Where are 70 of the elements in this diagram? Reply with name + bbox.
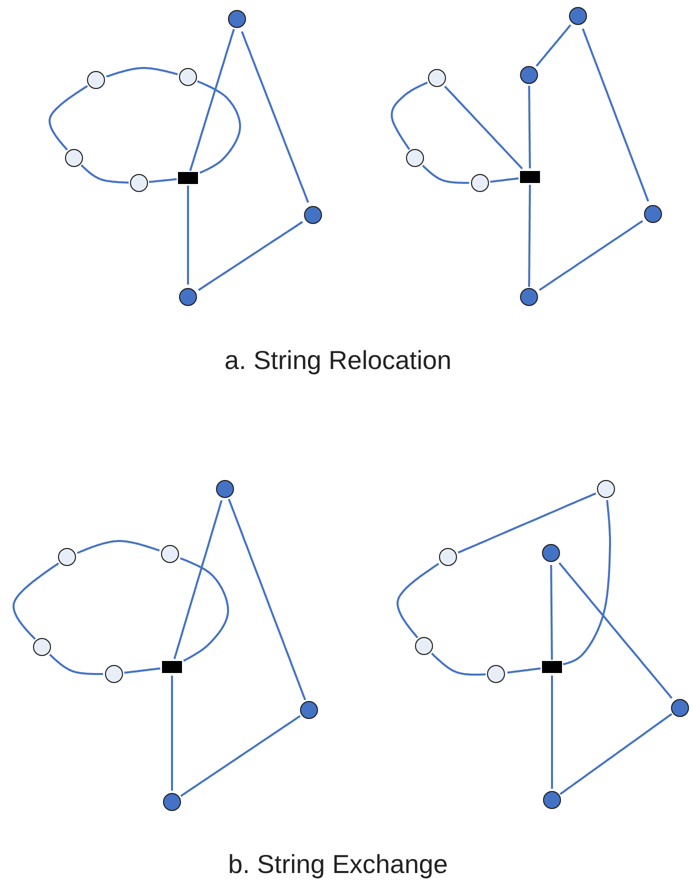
route-node [439,548,457,566]
route-line [228,498,306,700]
route-line [106,67,178,78]
route-line [396,562,440,638]
route-node [130,174,148,192]
route-line [431,652,486,676]
route-node [300,701,318,719]
route-node [487,665,505,683]
route-line [48,85,88,150]
route-node [671,699,689,717]
route-node [179,68,197,86]
route-node [216,480,234,498]
route-node [543,791,561,809]
route-node [87,71,105,89]
route-line [458,492,596,554]
route-line [187,186,189,284]
panel-caption: b. String Exchange [228,849,448,880]
route-node [520,288,538,306]
route-line [422,164,470,184]
route-line [560,713,672,795]
route-line [198,221,304,291]
route-line [551,676,553,789]
route-line [507,667,541,674]
route-line [180,715,301,797]
route-line [490,177,519,183]
route-line [390,82,428,150]
depot-marker [520,171,540,183]
route-node [415,637,433,655]
route-line [197,80,242,174]
route-line [76,540,160,554]
route-line [550,565,553,660]
route-line [148,178,177,183]
route-line [528,184,531,287]
route-node [644,205,662,223]
route-line [180,557,229,662]
route-line [12,562,60,640]
route-node [406,149,424,167]
route-line [562,500,611,666]
route-node [58,548,76,566]
route-line [189,28,235,172]
route-line [528,86,531,168]
route-line [240,31,310,203]
route-line [558,562,672,699]
route-node [471,174,489,192]
depot-marker [162,661,182,673]
panel-caption: a. String Relocation [224,345,452,376]
route-line [173,500,223,660]
route-node [161,545,179,563]
route-line [80,164,129,184]
depot-marker [178,172,198,184]
route-line [538,220,644,291]
route-node [428,69,446,87]
route-node [597,480,615,498]
route-node [542,544,560,562]
route-node [105,665,123,683]
route-node [163,793,181,811]
route-line [536,24,572,67]
route-node [228,10,246,28]
route-node [569,7,587,25]
route-node [179,288,197,306]
route-line [582,28,650,202]
route-line [49,654,103,675]
route-node [33,638,51,656]
route-line [444,86,523,170]
route-node [65,149,83,167]
route-line [171,676,173,791]
route-line [124,667,160,674]
route-node [304,206,322,224]
depot-marker [542,661,562,673]
route-node [520,66,538,84]
